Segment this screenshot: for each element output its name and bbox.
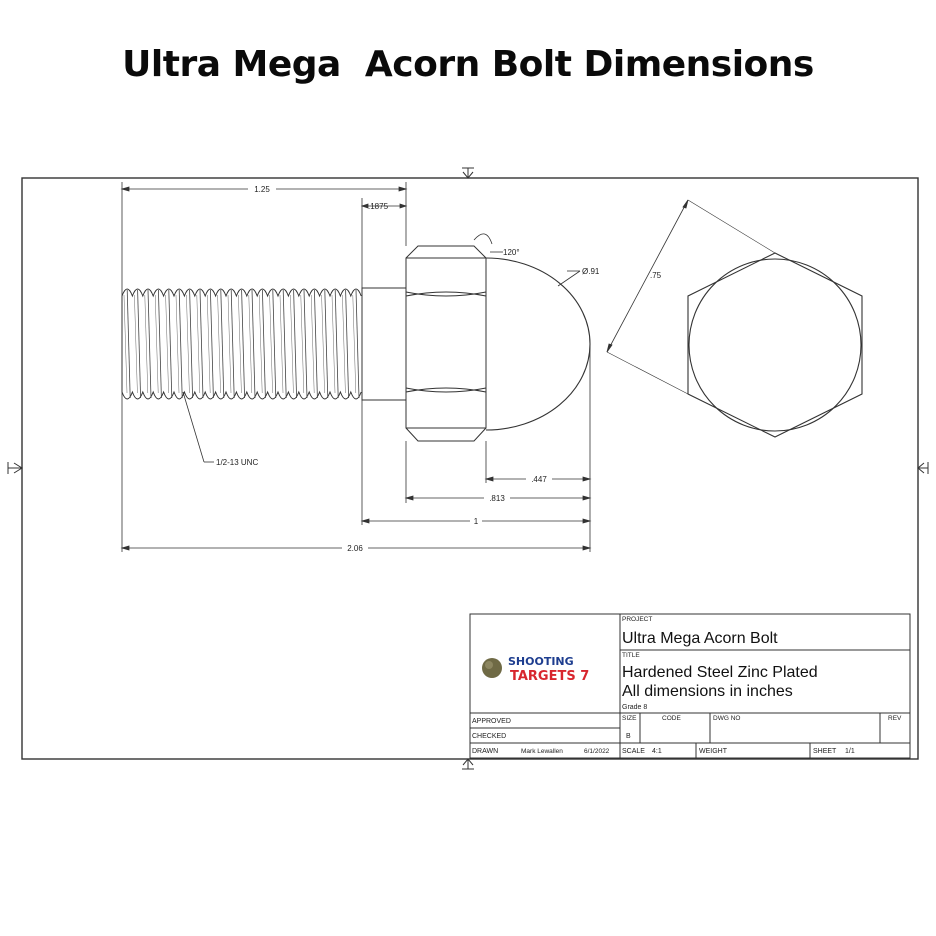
drawn-date: 6/1/2022 (584, 748, 610, 755)
checked-label: CHECKED (472, 733, 506, 740)
dim-hex-flats: .75 (650, 271, 662, 280)
code-label: CODE (662, 715, 681, 722)
drawn-by: Mark Lewallen (521, 748, 563, 755)
dim-shank: .1875 (368, 202, 389, 211)
grade: Grade 8 (622, 704, 647, 711)
title-label: TITLE (622, 652, 640, 659)
title-line-1: Hardened Steel Zinc Plated (622, 664, 818, 681)
sheet-label: SHEET (813, 748, 837, 755)
size-label: SIZE (622, 715, 637, 722)
size-value: B (626, 733, 631, 740)
dim-dome-diameter: Ø.91 (582, 267, 600, 276)
page-title: Ultra Mega Acorn Bolt Dimensions (122, 44, 814, 85)
approved-label: APPROVED (472, 718, 511, 725)
acorn-dome (485, 257, 591, 431)
scale-value: 4:1 (652, 748, 662, 755)
dim-dome-height: .447 (531, 475, 547, 484)
title-line-2: All dimensions in inches (622, 683, 793, 700)
dwg-no-label: DWG NO (713, 715, 740, 722)
project-name: Ultra Mega Acorn Bolt (622, 630, 778, 647)
scale-label: SCALE (622, 748, 645, 755)
dim-head-length: 1 (474, 517, 479, 526)
centering-marks (7, 167, 929, 770)
project-label: PROJECT (622, 616, 652, 623)
bolt-shank (361, 287, 407, 401)
dim-overall-length: 2.06 (347, 544, 363, 553)
dimension-labels: 1.25 .1875 120° Ø.91 .75 1/2-13 UNC .447… (216, 184, 662, 553)
drawn-label: DRAWN (472, 748, 498, 755)
weight-label: WEIGHT (699, 748, 728, 755)
bolt-threads (121, 288, 362, 400)
dim-nut-length: .813 (489, 494, 505, 503)
sheet-value: 1/1 (845, 748, 855, 755)
title-block: SHOOTING TARGETS 7 PROJECT Ultra Mega Ac… (469, 613, 911, 759)
dim-thread-length: 1.25 (254, 185, 270, 194)
hex-end-view (687, 252, 863, 438)
svg-text:SHOOTING: SHOOTING (508, 655, 574, 668)
shooting-targets-logo: SHOOTING TARGETS 7 (482, 655, 589, 684)
dim-thread-spec: 1/2-13 UNC (216, 458, 258, 467)
svg-text:TARGETS 7: TARGETS 7 (510, 669, 589, 684)
dim-angle: 120° (503, 248, 520, 257)
rev-label: REV (888, 715, 902, 722)
hex-nut-side (405, 245, 487, 442)
